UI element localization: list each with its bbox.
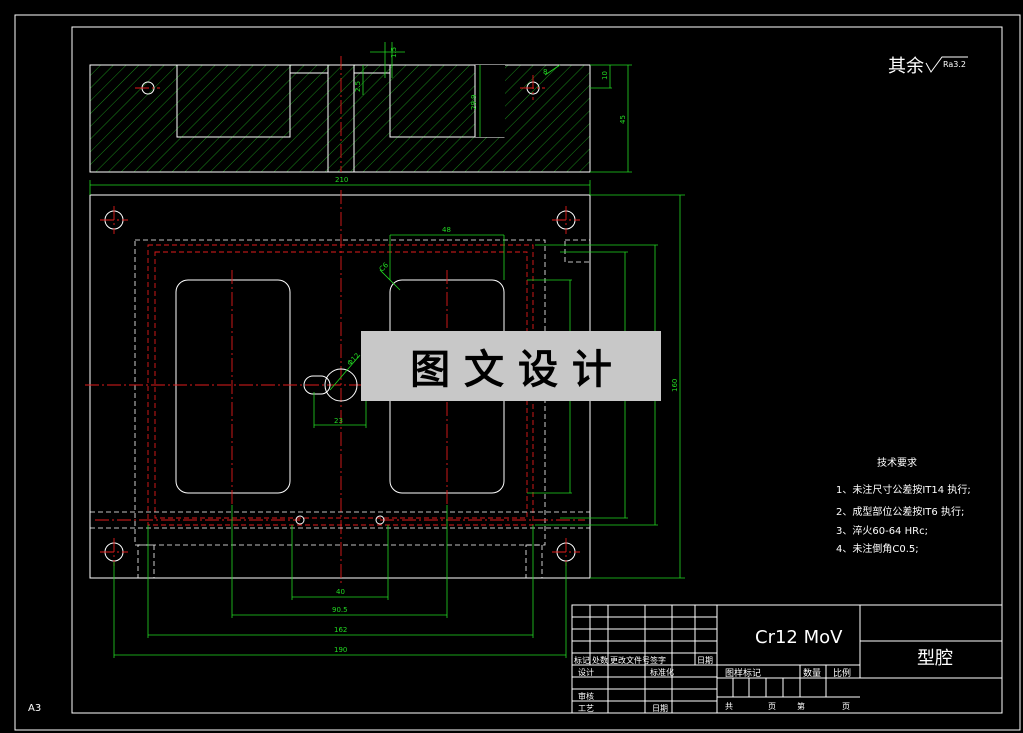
- inner-border: [71, 26, 1003, 714]
- title-block: 标记 处数 更改文件号 签字 日期 设计 标准化 审核 工艺 日期 图样标记 数…: [571, 604, 1003, 714]
- svg-text:2、成型部位公差按IT6 执行;: 2、成型部位公差按IT6 执行;: [836, 505, 964, 518]
- svg-text:Φ12: Φ12: [346, 352, 362, 368]
- svg-text:标记: 标记: [574, 655, 590, 665]
- svg-text:工艺: 工艺: [578, 704, 594, 713]
- svg-text:页: 页: [842, 702, 850, 711]
- svg-text:48: 48: [442, 226, 451, 234]
- svg-text:40: 40: [336, 588, 345, 596]
- watermark-banner: 图 文 设 计: [361, 331, 661, 401]
- outer-border: [14, 14, 1021, 731]
- svg-text:更改文件号: 更改文件号: [610, 655, 650, 665]
- svg-text:比例: 比例: [833, 667, 851, 679]
- sheet-size-label: A3: [28, 703, 41, 714]
- svg-text:210: 210: [335, 176, 348, 184]
- svg-text:其余: 其余: [888, 56, 924, 77]
- section-dimensions: 1.5 2.5 29.9 8 10 45: [354, 42, 632, 173]
- svg-text:技术要求: 技术要求: [877, 456, 917, 469]
- roughness-note: 其余 Ra3.2: [888, 56, 968, 77]
- svg-text:29.9: 29.9: [470, 94, 478, 110]
- plan-dimensions: 210 48 C6 Φ12 23 160 40 90.5: [89, 176, 685, 658]
- svg-text:设计: 设计: [578, 667, 594, 677]
- svg-text:1.5: 1.5: [390, 47, 398, 58]
- svg-text:4、未注倒角C0.5;: 4、未注倒角C0.5;: [836, 542, 919, 555]
- svg-text:图 文 设 计: 图 文 设 计: [410, 346, 612, 393]
- svg-text:10: 10: [601, 71, 609, 80]
- svg-text:190: 190: [334, 646, 347, 654]
- svg-text:数量: 数量: [803, 667, 821, 679]
- svg-text:第: 第: [797, 701, 805, 711]
- svg-text:C6: C6: [378, 261, 391, 274]
- svg-text:Ra3.2: Ra3.2: [943, 60, 966, 69]
- svg-text:1、未注尺寸公差按IT14 执行;: 1、未注尺寸公差按IT14 执行;: [836, 483, 971, 496]
- svg-text:160: 160: [671, 379, 679, 392]
- svg-text:标准化: 标准化: [650, 667, 674, 677]
- svg-text:日期: 日期: [697, 656, 713, 665]
- svg-text:8: 8: [543, 68, 547, 76]
- svg-text:2.5: 2.5: [354, 81, 362, 92]
- svg-text:签字: 签字: [650, 655, 666, 665]
- svg-text:共: 共: [725, 702, 733, 711]
- tech-requirements: 技术要求 1、未注尺寸公差按IT14 执行; 2、成型部位公差按IT6 执行; …: [836, 456, 971, 555]
- svg-text:图样标记: 图样标记: [725, 667, 761, 679]
- svg-text:处数: 处数: [592, 655, 608, 665]
- svg-text:3、淬火60-64 HRc;: 3、淬火60-64 HRc;: [836, 524, 928, 537]
- svg-text:45: 45: [619, 115, 627, 124]
- section-view: [89, 56, 591, 173]
- svg-text:23: 23: [334, 417, 343, 425]
- svg-text:90.5: 90.5: [332, 606, 348, 614]
- svg-text:页: 页: [768, 702, 776, 711]
- svg-text:日期: 日期: [652, 704, 668, 713]
- svg-text:审核: 审核: [578, 691, 594, 701]
- part-name-label: 型腔: [917, 648, 953, 669]
- svg-text:162: 162: [334, 626, 347, 634]
- material-label: Cr12 MoV: [755, 627, 843, 648]
